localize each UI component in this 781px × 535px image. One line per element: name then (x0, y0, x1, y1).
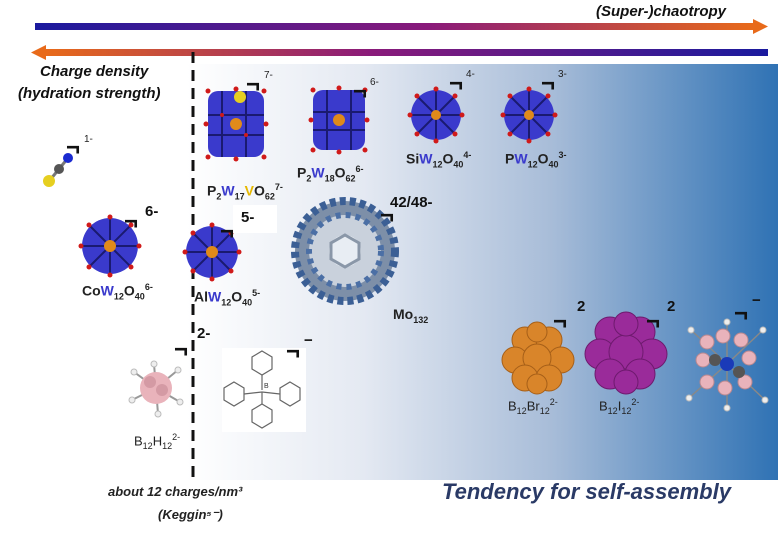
cosan-bracket: ¬ (734, 302, 748, 326)
scn-bracket: ¬ (66, 136, 80, 160)
bph4-charge: − (304, 332, 313, 349)
siw12-bracket: ¬ (449, 72, 463, 96)
bph4-bracket: ¬ (286, 340, 300, 364)
b12i12-bracket: ¬ (646, 310, 660, 334)
cow12-label: CoW12O406- (82, 282, 153, 301)
scn-charge: 1- (84, 134, 93, 145)
pw12-label: PW12O403- (505, 150, 567, 169)
threshold-label: about 12 charges/nm³ (108, 484, 242, 499)
alw12-label: AlW12O405- (194, 288, 260, 307)
b12h12-charge: 2- (197, 325, 210, 342)
charge-density-label: Charge density (40, 63, 148, 80)
b12h12-bracket: ¬ (174, 338, 188, 362)
b12br12-bracket: ¬ (553, 310, 567, 334)
b12i12-label: B12I122- (599, 397, 639, 416)
p2w18-label: P2W18O626- (297, 164, 364, 183)
b12i12-charge: 2 (667, 298, 675, 315)
b12br12-label: B12Br122- (508, 397, 558, 416)
p2w18-charge: 6- (370, 77, 379, 88)
cow12-bracket: ¬ (124, 210, 138, 234)
alw12-bracket: ¬ (220, 220, 234, 244)
p2w17v-label: P2W17VO627- (207, 182, 283, 201)
p2w17v-charge: 7- (264, 70, 273, 81)
pw12-charge: 3- (558, 69, 567, 80)
siw12-label: SiW12O404- (406, 150, 471, 169)
svg-text:B: B (264, 383, 269, 390)
alw12-charge: 5- (241, 209, 254, 226)
siw12-charge: 4- (466, 69, 475, 80)
pw12-bracket: ¬ (541, 72, 555, 96)
keggin-label: (Keggin⁵⁻) (158, 507, 223, 523)
alw12-charge-box (233, 205, 277, 233)
cow12-charge: 6- (145, 203, 158, 220)
b12h12-label: B12H122- (134, 432, 180, 451)
b12h12-cluster (128, 360, 184, 416)
chaotropy-label: (Super-)chaotropy (596, 3, 726, 20)
p2w18-bracket: ¬ (353, 80, 367, 104)
mo132-charge: 42/48- (390, 194, 433, 211)
cosan-charge: − (752, 292, 761, 309)
hydration-strength-label: (hydration strength) (18, 85, 161, 102)
cobaltabisdicarbollide-structure (679, 316, 775, 412)
tendency-label: Tendency for self-assembly (442, 479, 731, 505)
mo132-label: Mo132 (393, 306, 428, 325)
p2w17v-bracket: ¬ (246, 73, 260, 97)
b12br12-charge: 2 (577, 298, 585, 315)
